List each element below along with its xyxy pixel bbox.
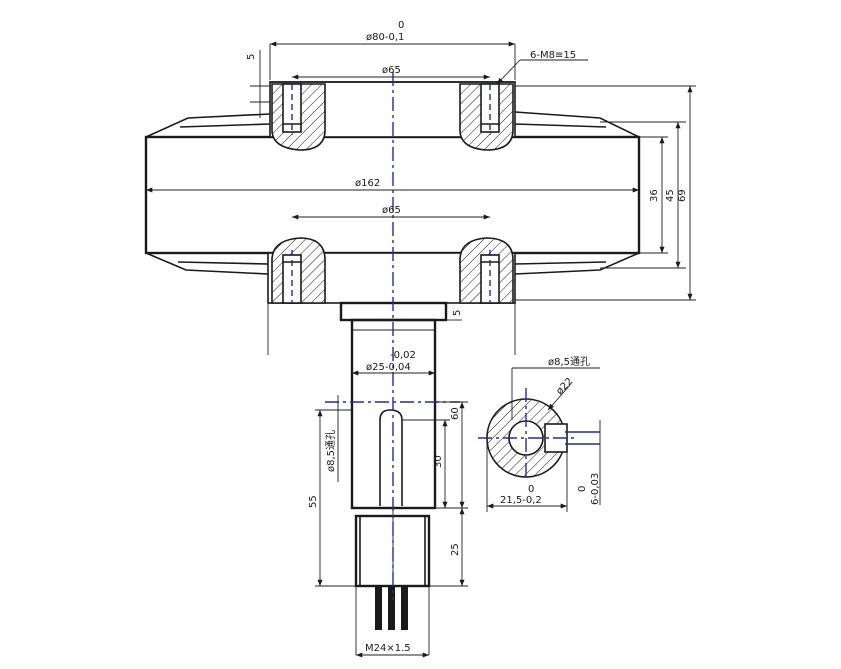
dim-thread-callout: 6-M8≡15 <box>530 50 576 61</box>
dim-flange-bottom: ø65 <box>382 205 401 216</box>
dim-h45: 45 <box>665 189 676 202</box>
dimension-lines <box>146 41 696 658</box>
dim-h69: 69 <box>677 189 688 202</box>
dim-l55: 55 <box>308 495 319 508</box>
dim-vertical-hole: ø8,5通孔 <box>325 430 337 472</box>
shaft-slot <box>379 409 403 506</box>
dimension-labels: 0 ø80-0,1 6-M8≡15 ø65 5 ø162 ø65 36 45 6… <box>246 20 688 654</box>
wire-3 <box>401 586 408 630</box>
dim-section-width: 21,5-0,2 <box>500 495 542 506</box>
wire-2 <box>388 586 395 630</box>
dim-small-step: 5 <box>246 54 257 60</box>
dim-l25: 25 <box>450 543 461 556</box>
dim-side-ring: ø22 <box>554 376 575 397</box>
wire-1 <box>375 586 382 630</box>
bottom-skirt-left <box>145 252 269 275</box>
dim-h36: 36 <box>649 189 660 202</box>
top-skirt-right <box>514 111 640 138</box>
bottom-skirt-right <box>514 252 640 275</box>
dim-side-hole: ø8,5通孔 <box>548 356 590 368</box>
dim-flange-top: ø65 <box>382 65 401 76</box>
top-skirt-left <box>145 113 271 138</box>
dim-l30: 30 <box>433 455 444 468</box>
dim-l60: 60 <box>450 407 461 420</box>
dim-keyway-tol: 0 <box>577 486 588 492</box>
dim-top-tol: 0 <box>398 20 404 31</box>
dim-outer-diameter: ø80-0,1 <box>366 32 404 43</box>
dim-shaft-tol: -0,02 <box>390 350 416 361</box>
section-view <box>478 388 600 480</box>
dim-section-tol: 0 <box>528 484 534 495</box>
dim-body-diameter: ø162 <box>355 178 380 189</box>
dim-thread-bottom: M24×1.5 <box>365 643 411 654</box>
dim-shaft-diameter: ø25-0,04 <box>366 362 411 373</box>
dim-keyway-width: 6-0,03 <box>590 473 601 505</box>
dim-collar: 5 <box>452 310 463 316</box>
